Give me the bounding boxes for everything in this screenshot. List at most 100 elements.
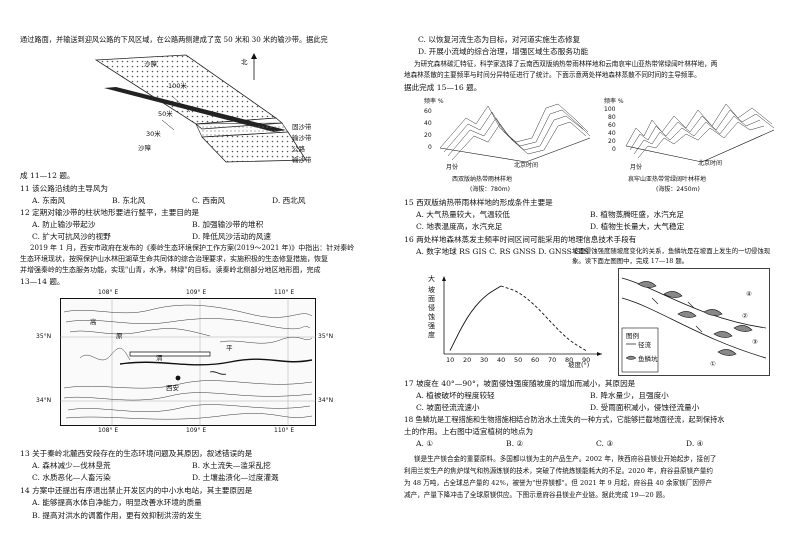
q15-stem: 15 西双版纳热带雨林样地的形成条件主要是 [404, 198, 553, 207]
q11-option-d[interactable]: D. 西北风 [272, 196, 306, 205]
q14-option-a[interactable]: A. 能够提高水体自净能力，明显改善水环境的质量 [32, 498, 202, 507]
right-fig-xlabel: 月份 [630, 164, 643, 171]
wei-river [119, 358, 313, 366]
intro-line: 通过路面，并输送到迎风公路的下风区域，在公路两侧建成了宽 50 米和 30 米的… [20, 35, 328, 44]
q12-stem: 12 定期对输沙带的柱状地形要进行整平，主要目的是 [20, 208, 200, 217]
q17-option-a[interactable]: A. 植被破坏的程度较轻 [416, 391, 495, 400]
left-fig-subcaption: (海拔：780m) [470, 186, 510, 193]
q13-option-b[interactable]: B. 水土流失—滥采乱挖 [192, 461, 271, 470]
sand-barrier-bottom-label: 沙障 [138, 143, 152, 152]
x-tick-label: 90 [582, 356, 590, 364]
passage-line-3: 并增强秦岭的生态服务功能，实现"山青，水净，林绿"的目标。读秦岭北侧部分地区地形… [20, 266, 321, 274]
q18-option-c[interactable]: C. ③ [596, 439, 614, 448]
passage3-line-1: 镁是生产镁合金的重要原料。多国都以镁为主的产品生产。2002 年，陕西府谷县镁业… [414, 455, 717, 463]
q15-option-c[interactable]: C. 地表温度高，水汽充足 [416, 222, 503, 231]
q13-stem: 13 关于秦岭北麓西安段存在的生态环境问题及其原因，叙述错误的是 [20, 449, 253, 458]
right-fig-ytick-40: 40 [608, 130, 616, 137]
place-gao: 高 [90, 317, 97, 326]
q14-option-c[interactable]: C. 以恢复河流生态为目标，对河道实施生态修复 [418, 35, 581, 44]
x-tick-label: 10 [446, 356, 454, 364]
width-50-label: 50米 [158, 109, 173, 118]
q12-option-d[interactable]: D. 降低风沙活动的风速 [192, 232, 271, 241]
lat-right-34: 34°N [318, 397, 334, 404]
passage3-line-2: 利用兰炭生产的焦炉煤气和热源炼镁的技术，突破了传统炼镁能耗大的不足。2020 年… [404, 467, 713, 475]
lon-bottom-108: 108° E [98, 427, 119, 434]
right-fig-subcaption: (海拔：2450m) [656, 186, 700, 193]
q13-option-d[interactable]: D. 土壤盐渍化—过度灌溉 [192, 473, 279, 482]
marker-4: ④ [746, 290, 752, 298]
q12-option-b[interactable]: B. 加强输沙带的堆积 [192, 220, 264, 229]
right-fig-ytick-60: 60 [608, 122, 616, 129]
road-sand-belt-figure: 北 沙障 100米 50米 30米 沙障 固沙带 输沙带 公路 输沙带 [94, 53, 312, 164]
q18-option-b[interactable]: B. ② [506, 439, 524, 448]
legend-transport-belt-2: 输沙带 [292, 155, 312, 164]
right-fig-ytick-80: 80 [608, 114, 616, 121]
q12-option-c[interactable]: C. 扩大可抗风沙的视野 [32, 232, 111, 241]
q18-stem: 18 鱼鳞坑是工程措施和生物措施相结合防治水土流失的一种方式，它能够拦截地面径流… [404, 415, 725, 424]
left-fig-ytick-40: 40 [424, 120, 432, 127]
right-fig-ytick-20: 20 [608, 138, 616, 145]
left-fig-ytick-0: 0 [428, 144, 432, 151]
q11-option-b[interactable]: B. 东北风 [112, 196, 146, 205]
right-fig-caption: 哀牢山亚热带常绿阔叶林样地 [628, 176, 707, 183]
legend-runoff: 径流 [638, 340, 652, 349]
q15-option-b[interactable]: B. 植物蒸腾旺盛，水汽充足 [590, 210, 684, 219]
passage-line-4: 13—14 题。 [20, 277, 65, 286]
passage2-line-3: 据此完成 15—16 题。 [404, 83, 482, 92]
passage2-line-1: 为研究森林碳汇特征，科学家选择了云南西双版纳热带雨林样地和云南哀牢山亚热带常绿阔… [414, 60, 718, 68]
chart-xlabel: 坡度(°) [568, 360, 589, 369]
lon-top-108: 108° E [98, 289, 119, 296]
q12-option-a[interactable]: A. 防止输沙带起沙 [32, 220, 96, 229]
x-tick-label: 70 [548, 356, 556, 364]
legend-fish-scale-pit: 鱼鳞坑 [638, 354, 658, 363]
q17-option-c[interactable]: C. 坡面径流流速小 [416, 403, 480, 412]
legend-transport-belt: 输沙带 [292, 133, 312, 142]
lat-left-35: 35°N [36, 333, 52, 340]
passage2-line-2: 地森林蒸散的主要频率与时间分异特征进行了统计。下面示意两处样地森林蒸散不同时间的… [404, 71, 701, 79]
q16-stem: 16 两处样地森林蒸发主频率时间区间可能采用的地理信息技术手段有 [404, 235, 637, 244]
q11-12-intro: 成 11—12 题。 [20, 171, 75, 180]
q16-options[interactable]: A. 数字地球 RS GIS C. RS GNSS D. GNSS GIS [416, 247, 589, 256]
left-surface-svg [439, 103, 591, 163]
right-fig-ylabel: 频率 % [604, 98, 624, 105]
place-yuan: 原 [116, 332, 123, 340]
place-wei: 渭 [156, 353, 163, 362]
q13-option-a[interactable]: A. 森林减少—伐林垦荒 [32, 461, 111, 470]
q17-option-b[interactable]: B. 降水量少，且强度小 [590, 391, 669, 400]
x-tick-label: 50 [514, 356, 522, 364]
marker-3: ③ [752, 338, 758, 346]
lon-bottom-110: 110° E [274, 427, 295, 434]
q15-option-d[interactable]: D. 植物生长量大，大气稳定 [590, 222, 685, 231]
q11-option-a[interactable]: A. 东南风 [32, 196, 66, 205]
place-xian: 西安 [166, 383, 180, 392]
left-fig-zlabel: 北京时间 [514, 162, 539, 169]
q18-option-d[interactable]: D. ④ [686, 439, 704, 448]
xishuangbanna-surface-figure: 频率 % 60 40 20 0 月份 北京时间 西双版纳热带雨林样地 (海拔：7… [406, 94, 592, 194]
legend-fixing-belt: 固沙带 [292, 123, 312, 131]
right-surface-svg [625, 103, 775, 163]
right-fig-ytick-0: 0 [612, 146, 616, 153]
q11-stem: 11 该公路沿线的主导风为 [20, 184, 109, 193]
lon-top-109: 109° E [186, 289, 207, 296]
right-fig-ytick-100: 100 [604, 106, 616, 113]
q11-option-c[interactable]: C. 西南风 [192, 196, 226, 205]
passage-line-1: 2019 年 1 月，西安市政府在发布的《秦岭生态环境保护工作方案(2019～2… [30, 244, 355, 252]
q17-18-intro: 坡面侵蚀强度随坡度变化的关系，鱼鳞坑是在坡面上发生的一切侵蚀现象。读下面左图图中… [572, 247, 771, 265]
passage3-line-4: 减产，产量下降冲击了全球原镁供应。下图示意府谷县镁业产业链。据此完成 19—20… [404, 491, 669, 499]
passage3-line-3: 为 48 万吨，占全球总产量的 42%，被誉为"世界镁都"。但 2021 年 9… [404, 479, 713, 487]
marker-2: ② [742, 312, 748, 320]
q14-option-d[interactable]: D. 开展小流域的综合治理，增强区域生态服务功能 [418, 47, 589, 56]
sand-barrier-top-label: 沙障 [144, 59, 158, 68]
q14-option-b[interactable]: B. 提高对洪水的调蓄作用，更有效抑制洪涝的发生 [32, 511, 202, 520]
q17-option-d[interactable]: D. 受雨面积减小，侵蚀径流量小 [590, 403, 700, 412]
width-30-label: 30米 [146, 129, 161, 138]
q15-option-a[interactable]: A. 大气热量较大，气温较低 [416, 210, 510, 219]
q18-option-a[interactable]: A. ① [416, 439, 434, 448]
chart-ylabel: 坡面侵蚀强度 [428, 286, 435, 339]
terrain-map-svg: 高 原 平 渭 西安 [60, 298, 316, 426]
q18-stem-2: 土的作用。上右图中适宜植树的地点为 [404, 427, 534, 436]
q13-option-c[interactable]: C. 水质恶化—人畜污染 [32, 473, 111, 482]
erosion-curve-dashed [500, 285, 587, 351]
